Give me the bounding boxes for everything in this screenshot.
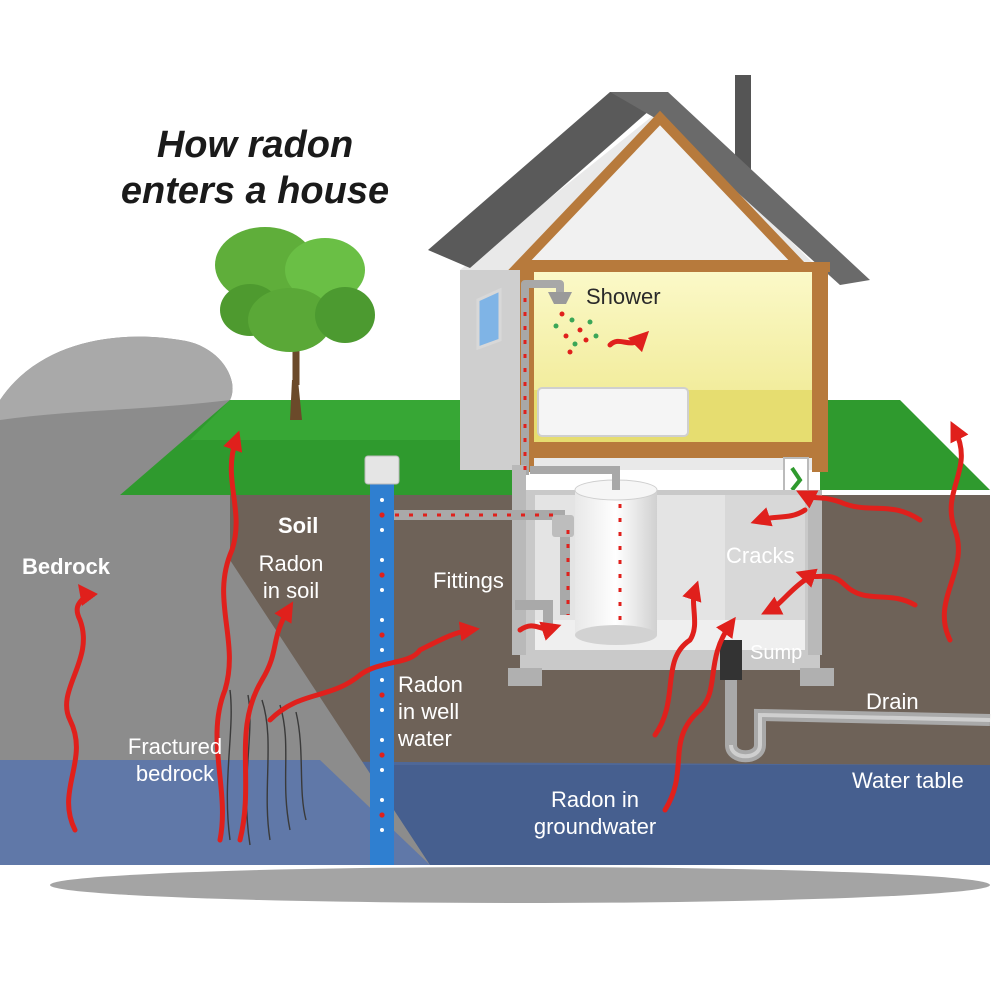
title-line-2: enters a house [120,170,390,212]
label-drain: Drain [866,689,919,714]
label-fractured-bedrock-line-1: Fractured [127,734,223,759]
house [428,75,870,499]
label-well-water-line-3: water [398,726,452,751]
radon-arrows [64,330,969,843]
label-well-water-line-1: Radon [398,672,463,697]
bedrock-top [0,336,233,420]
label-radon-in-soil-line-1: Radon [258,551,324,576]
label-shower: Shower [586,284,661,309]
shower-spray [553,311,599,355]
label-radon-in-groundwater: Radon in groundwater [510,786,680,840]
label-fittings: Fittings [433,568,504,593]
label-cracks: Cracks [726,543,795,568]
label-water-table: Water table [852,768,964,793]
water-tank [530,466,658,645]
label-fractured-bedrock-line-2: bedrock [135,761,215,786]
label-fractured-bedrock: Fractured bedrock [110,733,240,787]
bathtub [537,387,689,437]
label-radon-in-well-water: Radon in well water [398,671,463,752]
label-sump: Sump [750,642,803,664]
label-soil: Soil [278,513,319,538]
shower-head [521,280,564,475]
label-well-water-line-2: in well [398,699,460,724]
bedrock-mass [0,336,430,865]
ground-shadow [50,867,990,903]
pipe-fitting [552,515,574,537]
fitting-elbow [515,600,553,625]
grass-right [820,400,990,490]
label-windows: Windows [676,466,766,491]
label-groundwater-line-1: Radon in [550,787,640,812]
sump-drain [720,640,991,763]
label-groundwater-line-2: groundwater [533,814,657,839]
radon-dotted-paths [395,290,622,620]
groundwater-front [380,765,990,865]
grass-light [190,400,520,440]
title-line-1: How radon [156,124,354,166]
bedrock-groundwater [0,760,430,865]
tree [215,227,375,420]
label-bedrock: Bedrock [22,554,111,579]
label-radon-in-soil-line-2: in soil [262,578,320,603]
diagram-title: How radon enters a house [60,122,450,214]
label-radon-in-soil: Radon in soil [246,550,336,604]
